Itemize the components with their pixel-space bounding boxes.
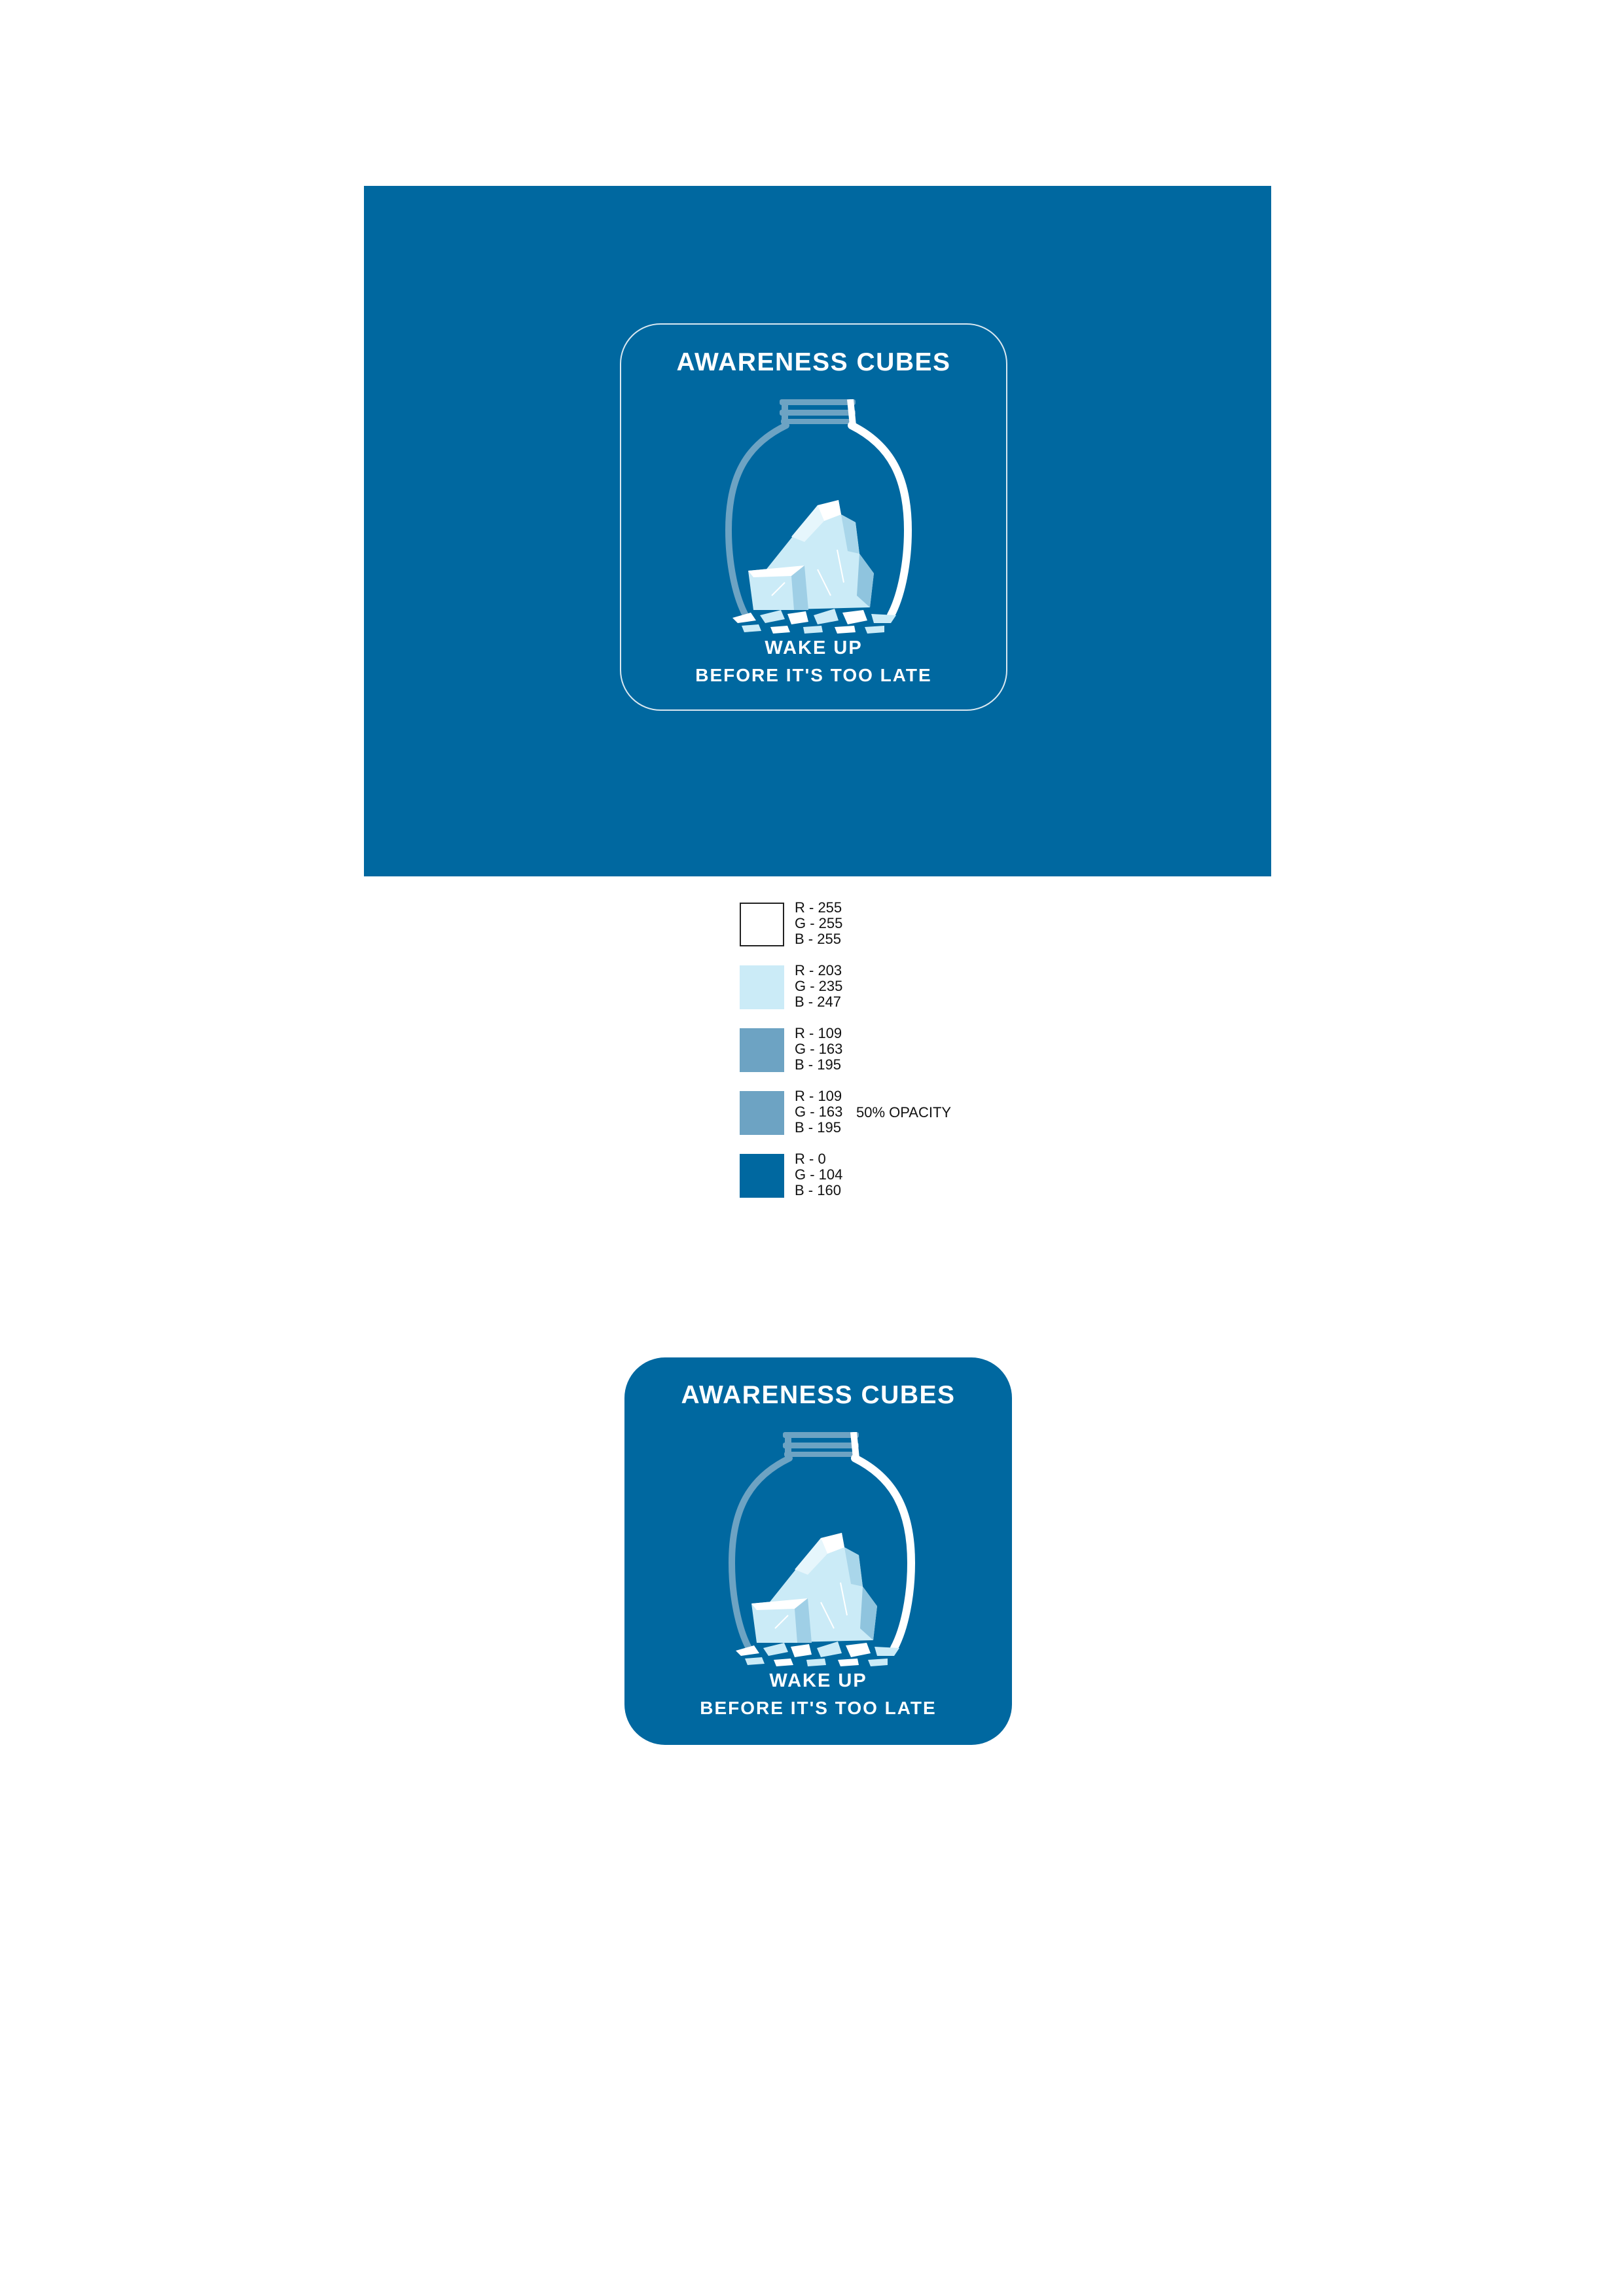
swatch-b: B - 247 xyxy=(795,994,841,1010)
swatch-r: R - 109 xyxy=(795,1025,842,1041)
logo-tagline-2: BEFORE IT'S TOO LATE xyxy=(700,1698,937,1718)
color-swatch xyxy=(740,903,784,946)
swatch-r: R - 203 xyxy=(795,962,842,978)
color-swatch xyxy=(740,1091,784,1135)
logo-solid: AWARENESS CUBES WAKE UP BEFORE IT'S TOO … xyxy=(624,1357,1012,1745)
swatch-g: G - 255 xyxy=(795,915,843,931)
swatch-b: B - 255 xyxy=(795,931,841,947)
swatch-r: R - 255 xyxy=(795,899,842,916)
swatch-g: G - 163 xyxy=(795,1041,843,1057)
color-swatch xyxy=(740,1154,784,1198)
swatch-g: G - 235 xyxy=(795,978,843,994)
swatch-b: B - 160 xyxy=(795,1182,841,1198)
logo-tagline-2: BEFORE IT'S TOO LATE xyxy=(695,665,932,685)
color-swatch xyxy=(740,1028,784,1072)
logo-tagline-1: WAKE UP xyxy=(765,637,863,658)
iceberg-bottle-icon xyxy=(723,1432,919,1668)
swatch-r: R - 109 xyxy=(795,1088,842,1104)
swatch-g: G - 104 xyxy=(795,1166,843,1183)
swatch-g: G - 163 xyxy=(795,1103,843,1120)
swatch-note: 50% OPACITY xyxy=(856,1104,952,1121)
swatch-b: B - 195 xyxy=(795,1119,841,1136)
iceberg-bottle-icon xyxy=(719,399,916,635)
color-swatch xyxy=(740,965,784,1009)
swatch-b: B - 195 xyxy=(795,1056,841,1073)
logo-title: AWARENESS CUBES xyxy=(681,1381,956,1409)
logo-tagline-1: WAKE UP xyxy=(769,1670,867,1691)
swatch-r: R - 0 xyxy=(795,1151,826,1167)
logo-outlined: AWARENESS CUBES WAKE UP BEFORE IT'S TOO … xyxy=(620,323,1007,711)
logo-title: AWARENESS CUBES xyxy=(676,348,951,376)
